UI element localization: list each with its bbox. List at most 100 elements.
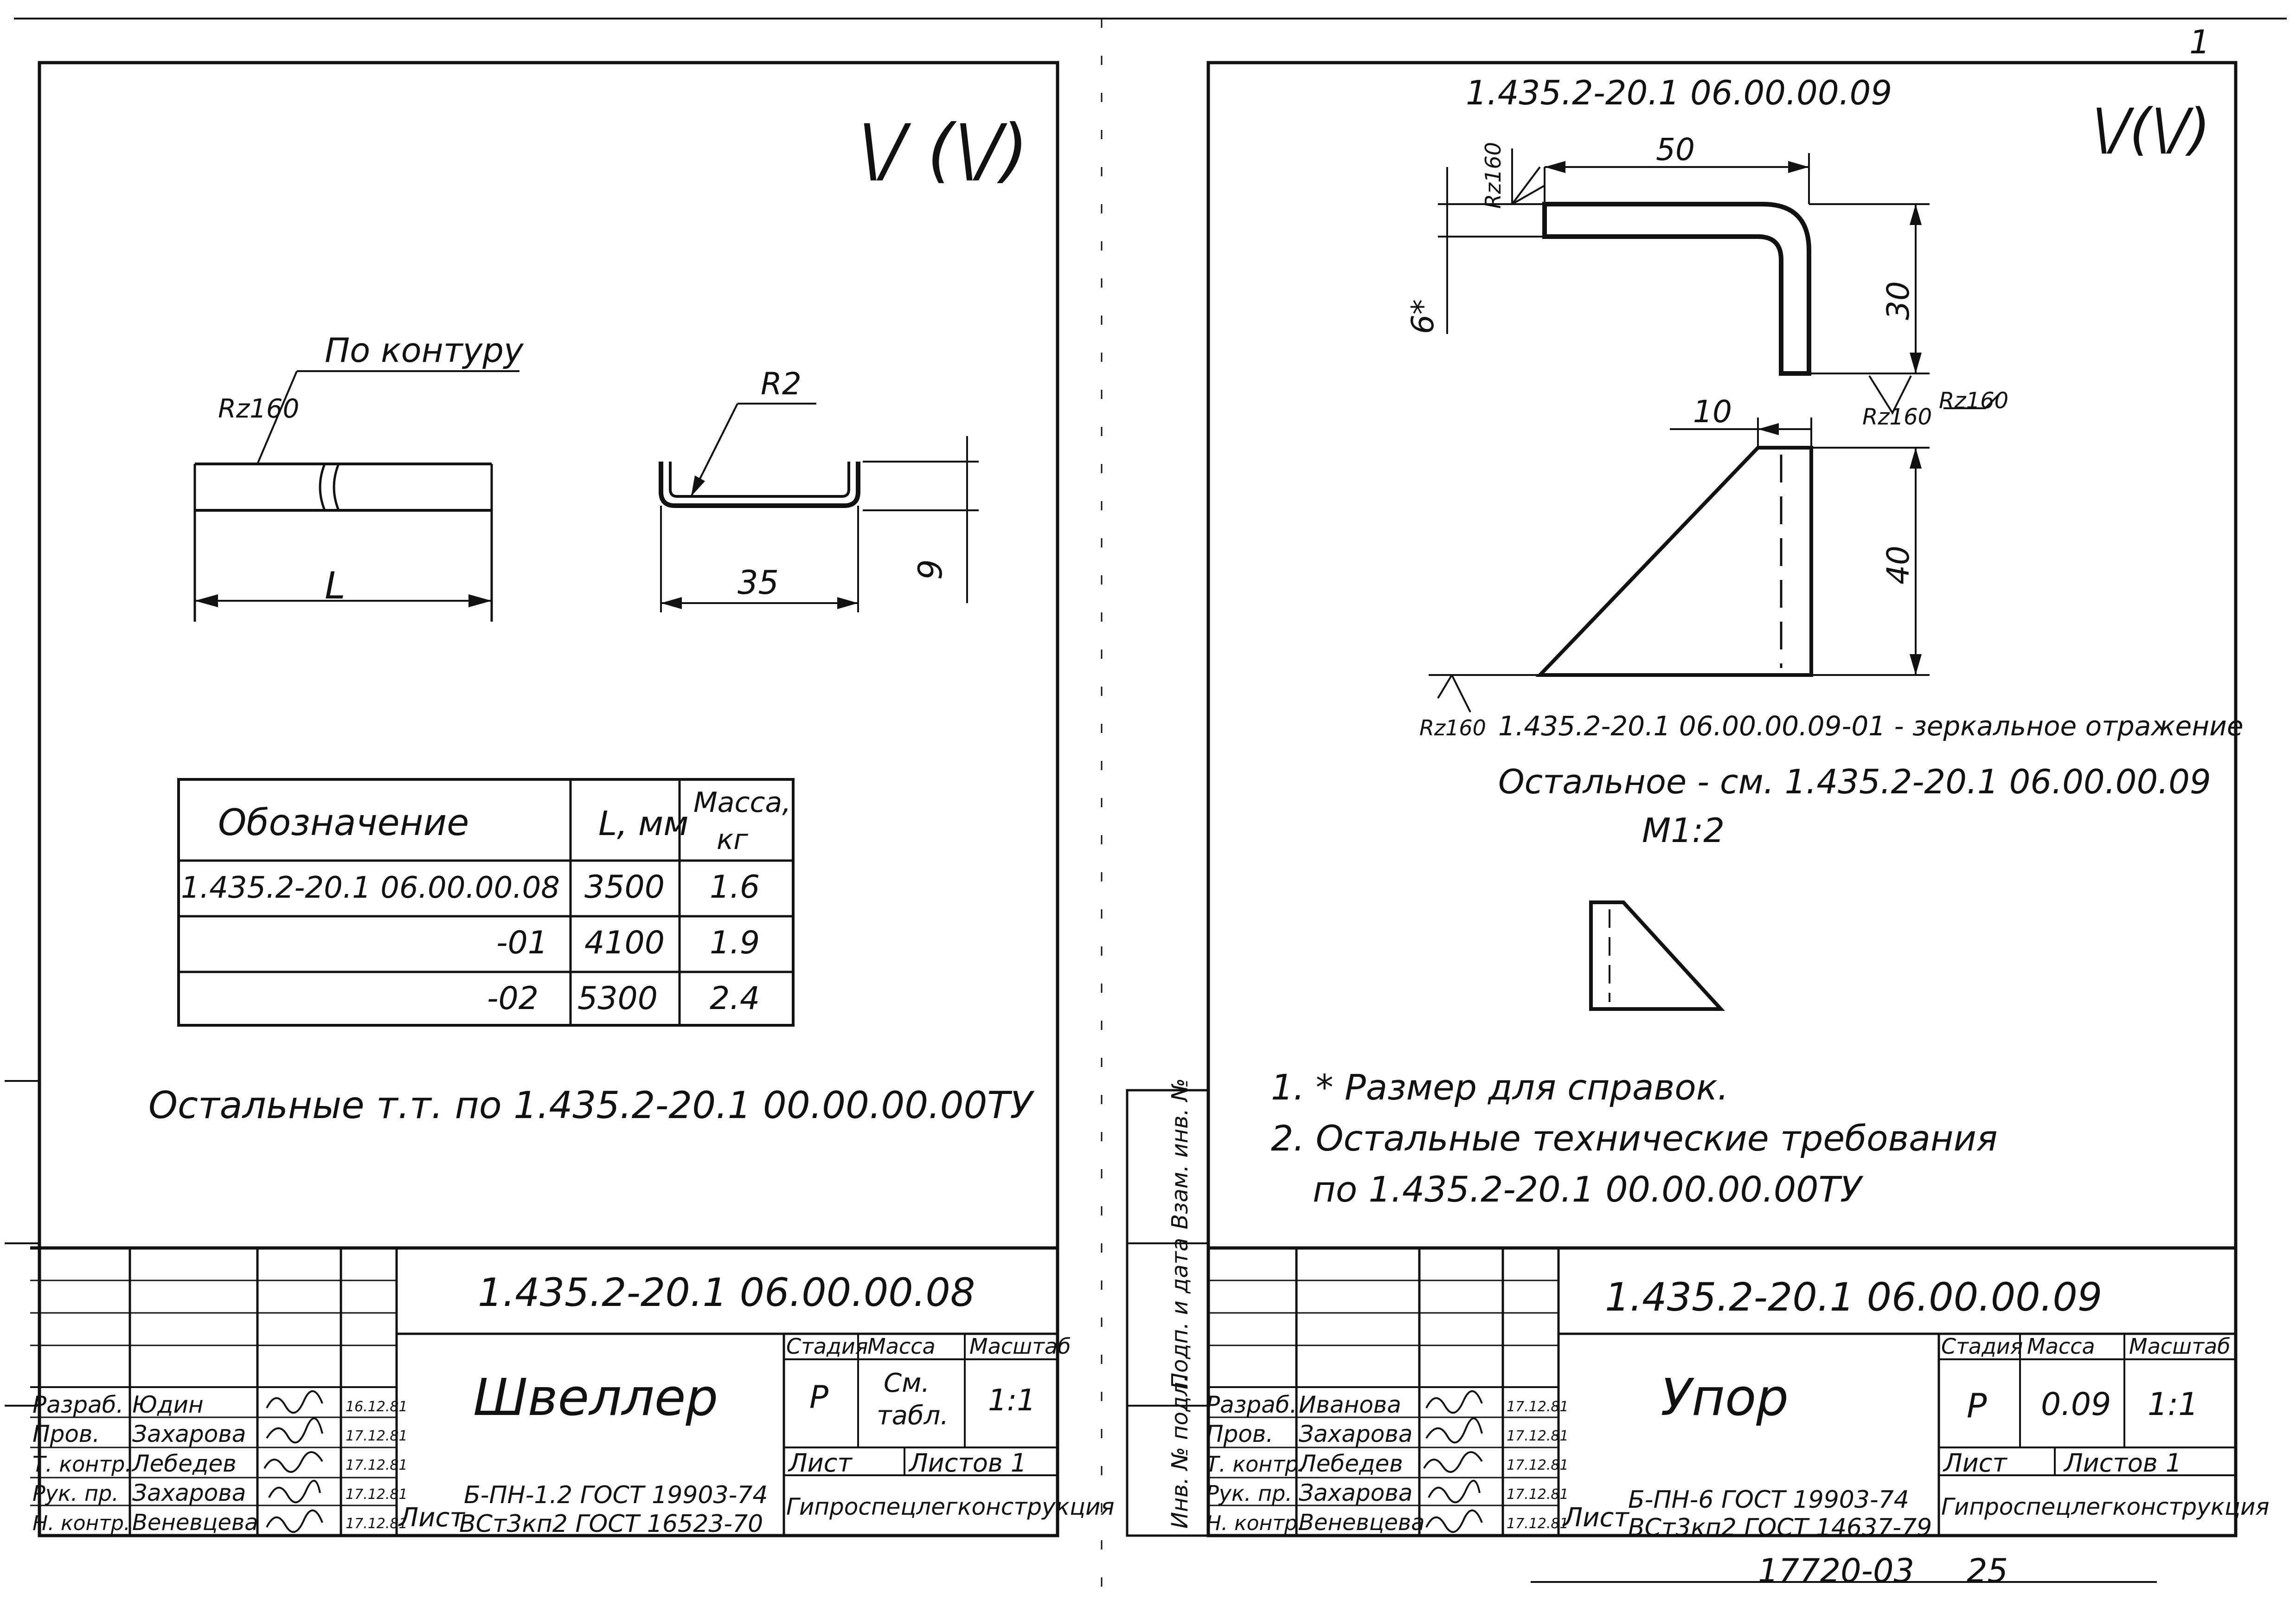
stop-bracket-view: 50 30 6* Rz160 Rz160 Rz160 — [1405, 132, 2008, 430]
table-cell: 5300 — [577, 980, 658, 1017]
role-label: Разраб. — [1206, 1391, 1297, 1418]
doc-number: 1.435.2-20.1 06.00.00.08 — [478, 1270, 975, 1315]
radius-label: R2 — [761, 366, 802, 402]
header-code: 1.435.2-20.1 06.00.00.09 — [1466, 73, 1892, 112]
signer-name: Захарова — [132, 1479, 246, 1506]
page-number: 25 — [1967, 1552, 2008, 1590]
scale-label: Масштаб — [2129, 1334, 2231, 1359]
dimension-6: 6* — [1405, 299, 1441, 334]
stage-value: Р — [1967, 1386, 1987, 1425]
material-line: Б-ПН-6 ГОСТ 19903-74 — [1628, 1486, 1909, 1514]
stage-label: Стадия — [786, 1334, 868, 1359]
dimension-40: 40 — [1880, 546, 1916, 585]
dimension-50: 50 — [1656, 132, 1695, 167]
scale-note: М1:2 — [1642, 811, 1725, 850]
table-cell: -01 — [496, 925, 548, 961]
corner-mark: 1 — [2189, 23, 2210, 61]
table-cell: 3500 — [584, 869, 665, 906]
roughness-label: Rz160 — [1939, 388, 2008, 414]
sheets-label: Листов 1 — [2063, 1448, 2181, 1478]
signer-name: Захарова — [1299, 1421, 1412, 1447]
note-line: 1. * Размер для справок. — [1271, 1067, 1729, 1108]
sign-date: 17.12.81 — [1507, 1486, 1569, 1503]
table-header-mass: Масса, — [693, 786, 791, 819]
table-cell: 2.4 — [710, 980, 760, 1017]
table-header-designation: Обозначение — [218, 802, 469, 844]
signer-name: Веневцева — [132, 1510, 258, 1536]
surface-finish-symbol: \/ (\/) — [858, 110, 1028, 191]
dimension-10: 10 — [1693, 394, 1732, 430]
dimension-width: 35 — [738, 564, 779, 602]
signature-scribbles — [263, 1390, 323, 1533]
sign-date: 17.12.81 — [346, 1516, 408, 1532]
role-label: Н. контр. — [32, 1511, 130, 1535]
surface-finish-symbol: \/(\/) — [2092, 97, 2210, 162]
list-label: Лист — [1562, 1503, 1629, 1533]
list-label: Лист — [398, 1503, 465, 1533]
doc-number: 1.435.2-20.1 06.00.00.09 — [1605, 1274, 2102, 1320]
rest-note: Остальное - см. 1.435.2-20.1 06.00.00.09 — [1498, 762, 2211, 801]
scale-value: 1:1 — [988, 1383, 1036, 1418]
material-line: ВСт3кп2 ГОСТ 16523-70 — [459, 1510, 763, 1538]
sign-date: 16.12.81 — [346, 1399, 408, 1415]
roughness-label: Rz160 — [1419, 715, 1486, 740]
signer-name: Иванова — [1299, 1391, 1401, 1418]
roughness-label: Rz160 — [1862, 404, 1932, 430]
organization: Гипроспецлегконструкция — [786, 1493, 1115, 1520]
table-cell: 1.435.2-20.1 06.00.00.08 — [181, 871, 560, 905]
table-cell: 1.9 — [710, 925, 760, 961]
right-title-block: 1.435.2-20.1 06.00.00.09 Упор Стадия Мас… — [1206, 1246, 2270, 1542]
table-cell: 1.6 — [710, 869, 760, 906]
stage-value: Р — [809, 1379, 828, 1416]
sign-date: 17.12.81 — [346, 1428, 408, 1444]
part-name: Швеллер — [473, 1368, 718, 1427]
signer-name: Лебедев — [131, 1450, 237, 1477]
role-label: Пров. — [1206, 1421, 1273, 1447]
mass-label: Масса — [2027, 1334, 2095, 1359]
scale-value: 1:1 — [2148, 1386, 2198, 1423]
signer-name: Лебедев — [1298, 1450, 1403, 1477]
mass-table: Обозначение L, мм Масса, кг 1.435.2-20.1… — [177, 778, 795, 1027]
stage-label: Стадия — [1941, 1334, 2023, 1359]
mass-value: 0.09 — [2041, 1386, 2111, 1423]
table-cell: 4100 — [584, 925, 665, 961]
material-line: ВСт3кп2 ГОСТ 14637-79 — [1628, 1514, 1932, 1542]
signer-name: Захарова — [1299, 1479, 1412, 1506]
role-label: Н. контр. — [1206, 1511, 1304, 1535]
contour-note: По контуру — [325, 331, 524, 370]
signer-name: Веневцева — [1299, 1510, 1425, 1536]
technical-note: Остальные т.т. по 1.435.2-20.1 00.00.00.… — [148, 1084, 1035, 1127]
scale-label: Масштаб — [969, 1334, 1071, 1359]
signature-scribbles — [1423, 1390, 1483, 1533]
roughness-label: Rz160 — [1481, 142, 1506, 209]
side-label: Подп. и дата — [1167, 1238, 1193, 1389]
signer-name: Захарова — [132, 1421, 246, 1447]
dimension-length: L — [325, 564, 346, 607]
sign-date: 17.12.81 — [1507, 1399, 1569, 1415]
material-line: Б-ПН-1.2 ГОСТ 19903-74 — [464, 1481, 768, 1509]
role-label: Пров. — [32, 1421, 100, 1447]
sheet-label: Лист — [1943, 1448, 2007, 1478]
sign-date: 17.12.81 — [1507, 1516, 1569, 1532]
archive-number: 17720-03 — [1758, 1552, 1914, 1590]
triangle-thumbnail — [1589, 900, 1725, 1011]
mass-value: табл. — [877, 1401, 949, 1431]
right-frame — [1206, 61, 2238, 1537]
role-label: Рук. пр. — [1206, 1481, 1292, 1506]
side-label: Взам. инв. № — [1167, 1078, 1193, 1229]
role-label: Т. контр. — [32, 1452, 132, 1477]
sign-date: 17.12.81 — [346, 1486, 408, 1503]
organization: Гипроспецлегконструкция — [1941, 1493, 2270, 1520]
table-cell: -02 — [487, 980, 539, 1017]
part-name: Упор — [1661, 1368, 1789, 1427]
role-label: Рук. пр. — [32, 1481, 119, 1506]
sheet-label: Лист — [788, 1448, 853, 1478]
sign-date: 17.12.81 — [346, 1457, 408, 1473]
role-label: Разраб. — [32, 1391, 123, 1418]
role-label: Т. контр. — [1206, 1452, 1305, 1477]
right-sheet: 1 Взам. инв. № Подп. и дата Инв. № подл.… — [1126, 23, 2270, 1590]
mass-label: Масса — [867, 1334, 936, 1359]
note-line: по 1.435.2-20.1 00.00.00.00ТУ — [1313, 1169, 1864, 1210]
mass-value: См. — [884, 1368, 930, 1398]
